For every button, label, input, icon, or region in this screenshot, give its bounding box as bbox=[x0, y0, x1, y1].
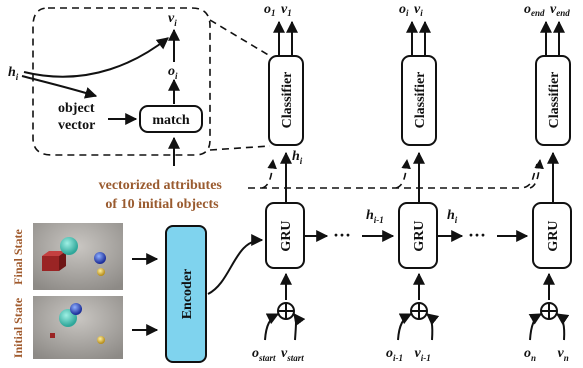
column-2: Classifier GRU oi vi oi-1 vi-1 bbox=[386, 2, 440, 365]
hidden-label-prev: hi-1 bbox=[366, 208, 384, 225]
inset-object-vector-label: object vector bbox=[58, 101, 98, 133]
classifier-label: Classifier bbox=[413, 72, 428, 129]
classifier-label: Classifier bbox=[547, 72, 562, 129]
classifier-box bbox=[268, 55, 304, 146]
attributes-dashed-branch-3 bbox=[529, 159, 544, 189]
attributes-dashed-branch-2 bbox=[395, 159, 411, 189]
classifier-box bbox=[401, 55, 437, 146]
ellipsis-1: ··· bbox=[333, 225, 351, 245]
final-state-label: Final State bbox=[11, 228, 25, 284]
gru-label: GRU bbox=[279, 220, 294, 251]
match-label: match bbox=[152, 113, 190, 128]
inset-zoom-line-top bbox=[209, 19, 271, 57]
inset-h-label: hi bbox=[8, 65, 19, 82]
gru-label: GRU bbox=[412, 220, 427, 251]
inset-arrow-h-to-v bbox=[23, 37, 169, 78]
encoder-label: Encoder bbox=[180, 269, 195, 320]
match-box bbox=[139, 105, 203, 133]
output-label: oi vi bbox=[399, 2, 423, 20]
input-label: oi-1 vi-1 bbox=[386, 346, 431, 365]
hidden-state-label: hi bbox=[292, 149, 303, 166]
input-label: ostart vstart bbox=[252, 346, 304, 365]
classifier-box bbox=[535, 55, 571, 146]
ellipsis-2: ··· bbox=[468, 225, 486, 245]
encoder-box bbox=[165, 225, 207, 363]
classifier-label: Classifier bbox=[280, 72, 295, 129]
attributes-dashed-branch-1 bbox=[261, 159, 277, 189]
initial-state-image bbox=[33, 296, 123, 359]
input-label: on vn bbox=[524, 346, 569, 365]
hidden-label-next: hi bbox=[447, 208, 458, 225]
gru-label: GRU bbox=[546, 220, 561, 251]
initial-state-label: Initial State bbox=[11, 297, 25, 358]
inset-zoom-line-bottom bbox=[209, 145, 271, 151]
arrow-encoder-to-gru bbox=[207, 234, 264, 295]
inset-arrow-h-to-object bbox=[21, 75, 98, 99]
output-label: o1 v1 bbox=[264, 2, 292, 20]
final-state-image bbox=[33, 223, 123, 290]
inset-dashed-border bbox=[32, 7, 211, 156]
output-label: oend vend bbox=[524, 2, 570, 20]
column-1: Classifier GRU o1 v1 hi ostart vstart bbox=[252, 2, 306, 365]
attributes-label: vectorized attributes of 10 initial obje… bbox=[99, 178, 226, 212]
attributes-dashed-connector bbox=[248, 163, 538, 189]
inset-o-label: oi bbox=[168, 64, 178, 81]
inset-v-label: vi bbox=[168, 11, 177, 28]
column-3: Classifier GRU oend vend on vn bbox=[524, 2, 572, 365]
